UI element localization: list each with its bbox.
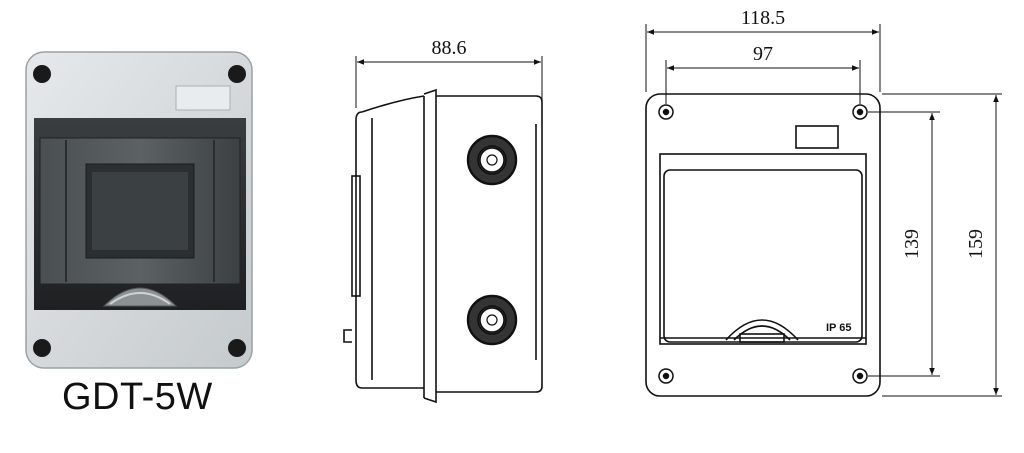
- dimension-front-hole-vertical: [868, 111, 940, 377]
- front-hole-vertical-label: 139: [901, 229, 923, 259]
- screw-hole-icon: [852, 104, 868, 120]
- screw-hole-icon: [658, 368, 674, 384]
- dimension-front-hole-spacing: [665, 60, 861, 104]
- dimension-side-width: [355, 56, 543, 108]
- front-outer-width-label: 118.5: [741, 7, 785, 29]
- side-view-drawing: [343, 88, 543, 404]
- rating-label: IP 65: [826, 322, 852, 334]
- front-outer-height-label: 159: [965, 229, 987, 259]
- side-width-label: 88.6: [432, 37, 467, 59]
- front-view-drawing: [645, 93, 881, 397]
- front-screw-holes: [658, 104, 868, 384]
- screw-hole-icon: [33, 65, 51, 83]
- screw-hole-icon: [658, 104, 674, 120]
- screw-hole-icon: [852, 368, 868, 384]
- front-hole-spacing-label: 97: [753, 43, 773, 65]
- screw-hole-icon: [228, 339, 246, 357]
- screw-hole-icon: [33, 339, 51, 357]
- enclosure-photo: [25, 51, 253, 369]
- dimension-front-outer-height: [882, 93, 1002, 397]
- model-name-label: GDT-5W: [62, 376, 213, 418]
- dimension-front-outer-width: [645, 24, 881, 92]
- screw-hole-icon: [228, 65, 246, 83]
